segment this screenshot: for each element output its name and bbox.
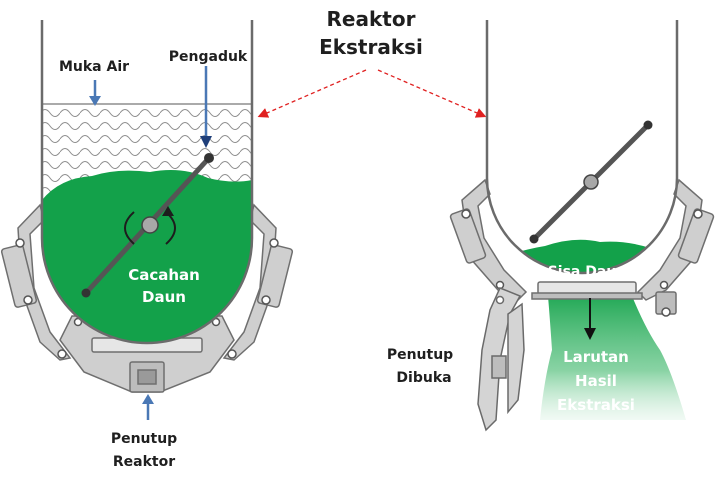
water-level-label: Muka Air <box>59 59 129 75</box>
lid-open-label-line2: Dibuka <box>396 370 451 386</box>
residue-label: Sisa Daun <box>548 264 627 280</box>
right-vessel-wall <box>485 20 679 275</box>
left-leaf-mass <box>42 170 252 343</box>
title-line1: Reaktor <box>327 7 416 31</box>
stirrer-label: Pengaduk <box>169 49 248 65</box>
right-reactor: Sisa Daun Penutup Dibuka Larutan Hasil E… <box>387 20 715 432</box>
leaf-residue <box>487 239 677 273</box>
right-stirrer <box>529 120 653 244</box>
flow-arrow <box>584 298 596 340</box>
title-line2: Ekstraksi <box>319 35 423 59</box>
content-label-line2: Daun <box>142 288 186 306</box>
left-frame-joints <box>15 238 279 359</box>
left-stirrer-hub <box>141 216 159 234</box>
right-stirrer-hub <box>583 174 599 190</box>
left-vessel-wall <box>40 20 254 345</box>
flow-arrow-head-icon <box>584 328 596 340</box>
output-label-line3: Ekstraksi <box>557 396 635 414</box>
left-label-arrows <box>89 66 212 420</box>
content-label-line1: Cacahan <box>128 266 200 284</box>
left-support-frame <box>0 203 294 393</box>
lid-label-line2: Reaktor <box>113 454 175 470</box>
output-label-line2: Hasil <box>575 372 617 390</box>
right-vessel-contents <box>487 239 677 273</box>
diagram-title: Reaktor Ekstraksi <box>257 7 487 118</box>
output-label-line1: Larutan <box>563 348 629 366</box>
extract-solution <box>540 296 686 420</box>
right-support-frame <box>449 178 715 315</box>
title-pointer-left <box>257 69 367 118</box>
lid-label-line1: Penutup <box>111 431 177 447</box>
opened-lid <box>477 287 525 432</box>
title-pointer-right <box>377 69 487 118</box>
left-reactor: Muka Air Pengaduk Cacahan Daun Penutup R… <box>0 20 294 470</box>
rotation-arrow-head-icon <box>162 206 174 216</box>
left-stirrer <box>81 153 214 298</box>
lid-open-label-line1: Penutup <box>387 347 453 363</box>
